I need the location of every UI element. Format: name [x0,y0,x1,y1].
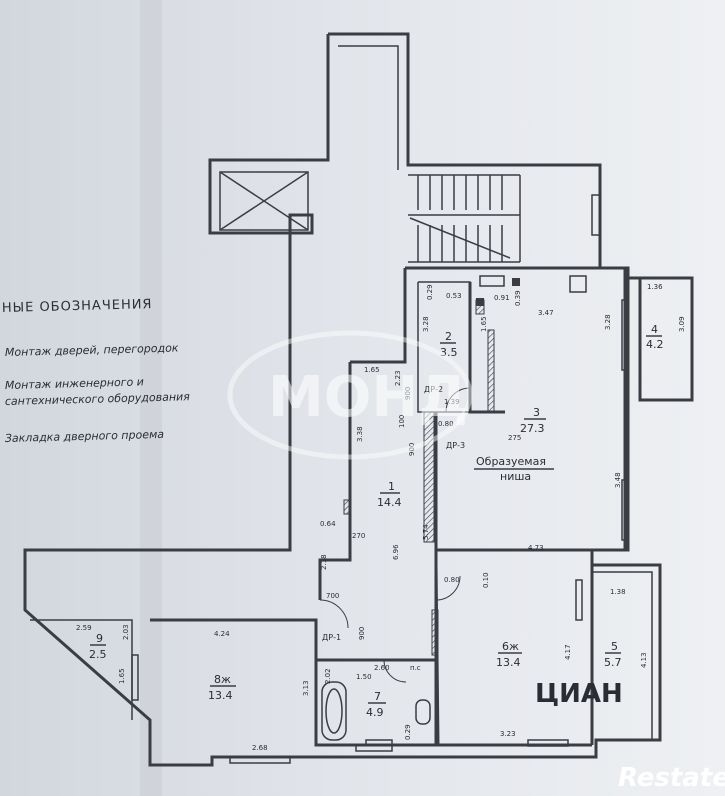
dim-label: 4.17 [564,644,572,660]
dim-label: 3.13 [302,680,310,696]
toilet [415,699,431,725]
watermarks: МОНД ЦИАН Restate [227,330,725,793]
room-3-area: 27.3 [520,422,545,435]
room-4-number: 4 [651,323,658,336]
door-tag-dr2: ДР-2 [424,385,443,394]
dim-label: 1.65 [364,366,380,374]
dim-label: 1.36 [647,283,663,291]
paper-fold-shadow [140,0,162,796]
room-8-area: 13.4 [208,689,233,702]
dim-label: 900 [358,627,366,640]
watermark-text: МОНД [268,365,468,430]
dim-label: 100 [398,415,406,428]
legend-title: НЫЕ ОБОЗНАЧЕНИЯ [2,297,153,316]
riser-block-2 [512,278,520,286]
watermark-oval [227,330,473,460]
riser-block [476,298,484,306]
dim-label: 4.13 [640,652,648,668]
dim-label: 0.29 [404,724,412,740]
dim-label: 3.28 [422,316,430,332]
room-3-number: 3 [533,406,540,419]
room-7-number: 7 [374,690,381,703]
dim-label: 0.53 [446,292,462,300]
dim-label: 2.03 [122,624,130,640]
door-tag-dr3: ДР-3 [446,441,465,450]
niche-label-2: ниша [500,470,531,483]
dim-label: 0.64 [320,520,336,528]
legend: НЫЕ ОБОЗНАЧЕНИЯ Монтаж дверей, перегород… [2,297,191,445]
dim-label: 5.74 [422,524,430,540]
dim-label: п.с [410,664,421,672]
dim-label: 2.68 [252,744,268,752]
legend-item-doors: Монтаж дверей, перегородок [5,341,179,359]
dim-label: 1.38 [610,588,626,596]
dim-label: 2.59 [76,624,92,632]
room-4-area: 4.2 [646,338,664,351]
room-5-area: 5.7 [604,656,622,669]
legend-item-engineering-1: Монтаж инженерного и [5,375,144,392]
windows [131,194,629,764]
dim-label: 3.48 [614,472,622,488]
dim-label: 2.60 [374,664,390,672]
legend-item-engineering-2: сантехнического оборудования [5,390,191,408]
dim-label: 270 [352,532,365,540]
room-6-area: 13.4 [496,656,521,669]
dim-label: 3.28 [604,314,612,330]
dim-label: 0.80 [438,420,454,428]
room-labels: 1 14.4 2 3.5 3 27.3 4 4.2 5 5.7 6ж 13.4 … [89,323,664,719]
dim-label: 700 [326,592,339,600]
dim-label: 1.65 [118,668,126,684]
fixtures [321,275,587,746]
dim-label: 3.09 [678,316,686,332]
brand-logo: Restate [618,763,725,793]
dim-label: 2.02 [324,668,332,684]
room-7-area: 4.9 [366,706,384,719]
room-2-area: 3.5 [440,346,458,359]
dim-label: 1.65 [480,316,488,332]
stairs [408,174,521,263]
sink [365,739,393,746]
dim-label: 4.73 [528,544,544,552]
counter [479,275,505,287]
dim-label: 0.80 [444,576,460,584]
dim-label: 0.39 [514,290,522,306]
doors [319,387,471,683]
dim-label: 0.91 [494,294,510,302]
dim-label: 900 [408,443,416,456]
room-8-number: 8ж [214,673,231,686]
dim-label: 900 [404,387,412,400]
dim-label: 3.38 [356,426,364,442]
dim-label: 6.96 [392,544,400,560]
room-1-area: 14.4 [377,496,402,509]
door-tag-dr1: ДР-1 [322,633,341,642]
dim-label: 0.10 [482,572,490,588]
room-6-number: 6ж [502,640,519,653]
dim-label: 3.47 [538,309,554,317]
niche-label-1: Образуемая [476,455,546,468]
dim-label: 2.18 [320,554,328,570]
legend-item-door-closing: Закладка дверного проема [5,428,165,445]
bathtub [321,681,347,741]
room-9-area: 2.5 [89,648,107,661]
stove [569,275,587,293]
room-5-number: 5 [611,640,618,653]
room-1-number: 1 [388,480,395,493]
dim-label: 4.24 [214,630,230,638]
dim-label: 275 [508,434,521,442]
room-9-number: 9 [96,632,103,645]
cian-watermark: ЦИАН [535,679,623,709]
dim-label: 1.39 [444,398,460,406]
dim-label: 0.29 [426,284,434,300]
dim-label: 3.23 [500,730,516,738]
dimension-labels: 0.29 0.53 3.28 1.65 0.91 0.39 3.47 3.28 … [76,283,686,752]
dim-label: 1.50 [356,673,372,681]
room-2-number: 2 [445,330,452,343]
new-partitions [343,299,495,656]
elevator-shaft [219,171,309,231]
door-tags: ДР-1 ДР-2 ДР-3 [322,385,465,642]
bathtub-basin [325,688,343,734]
dim-label: 2.23 [394,370,402,386]
